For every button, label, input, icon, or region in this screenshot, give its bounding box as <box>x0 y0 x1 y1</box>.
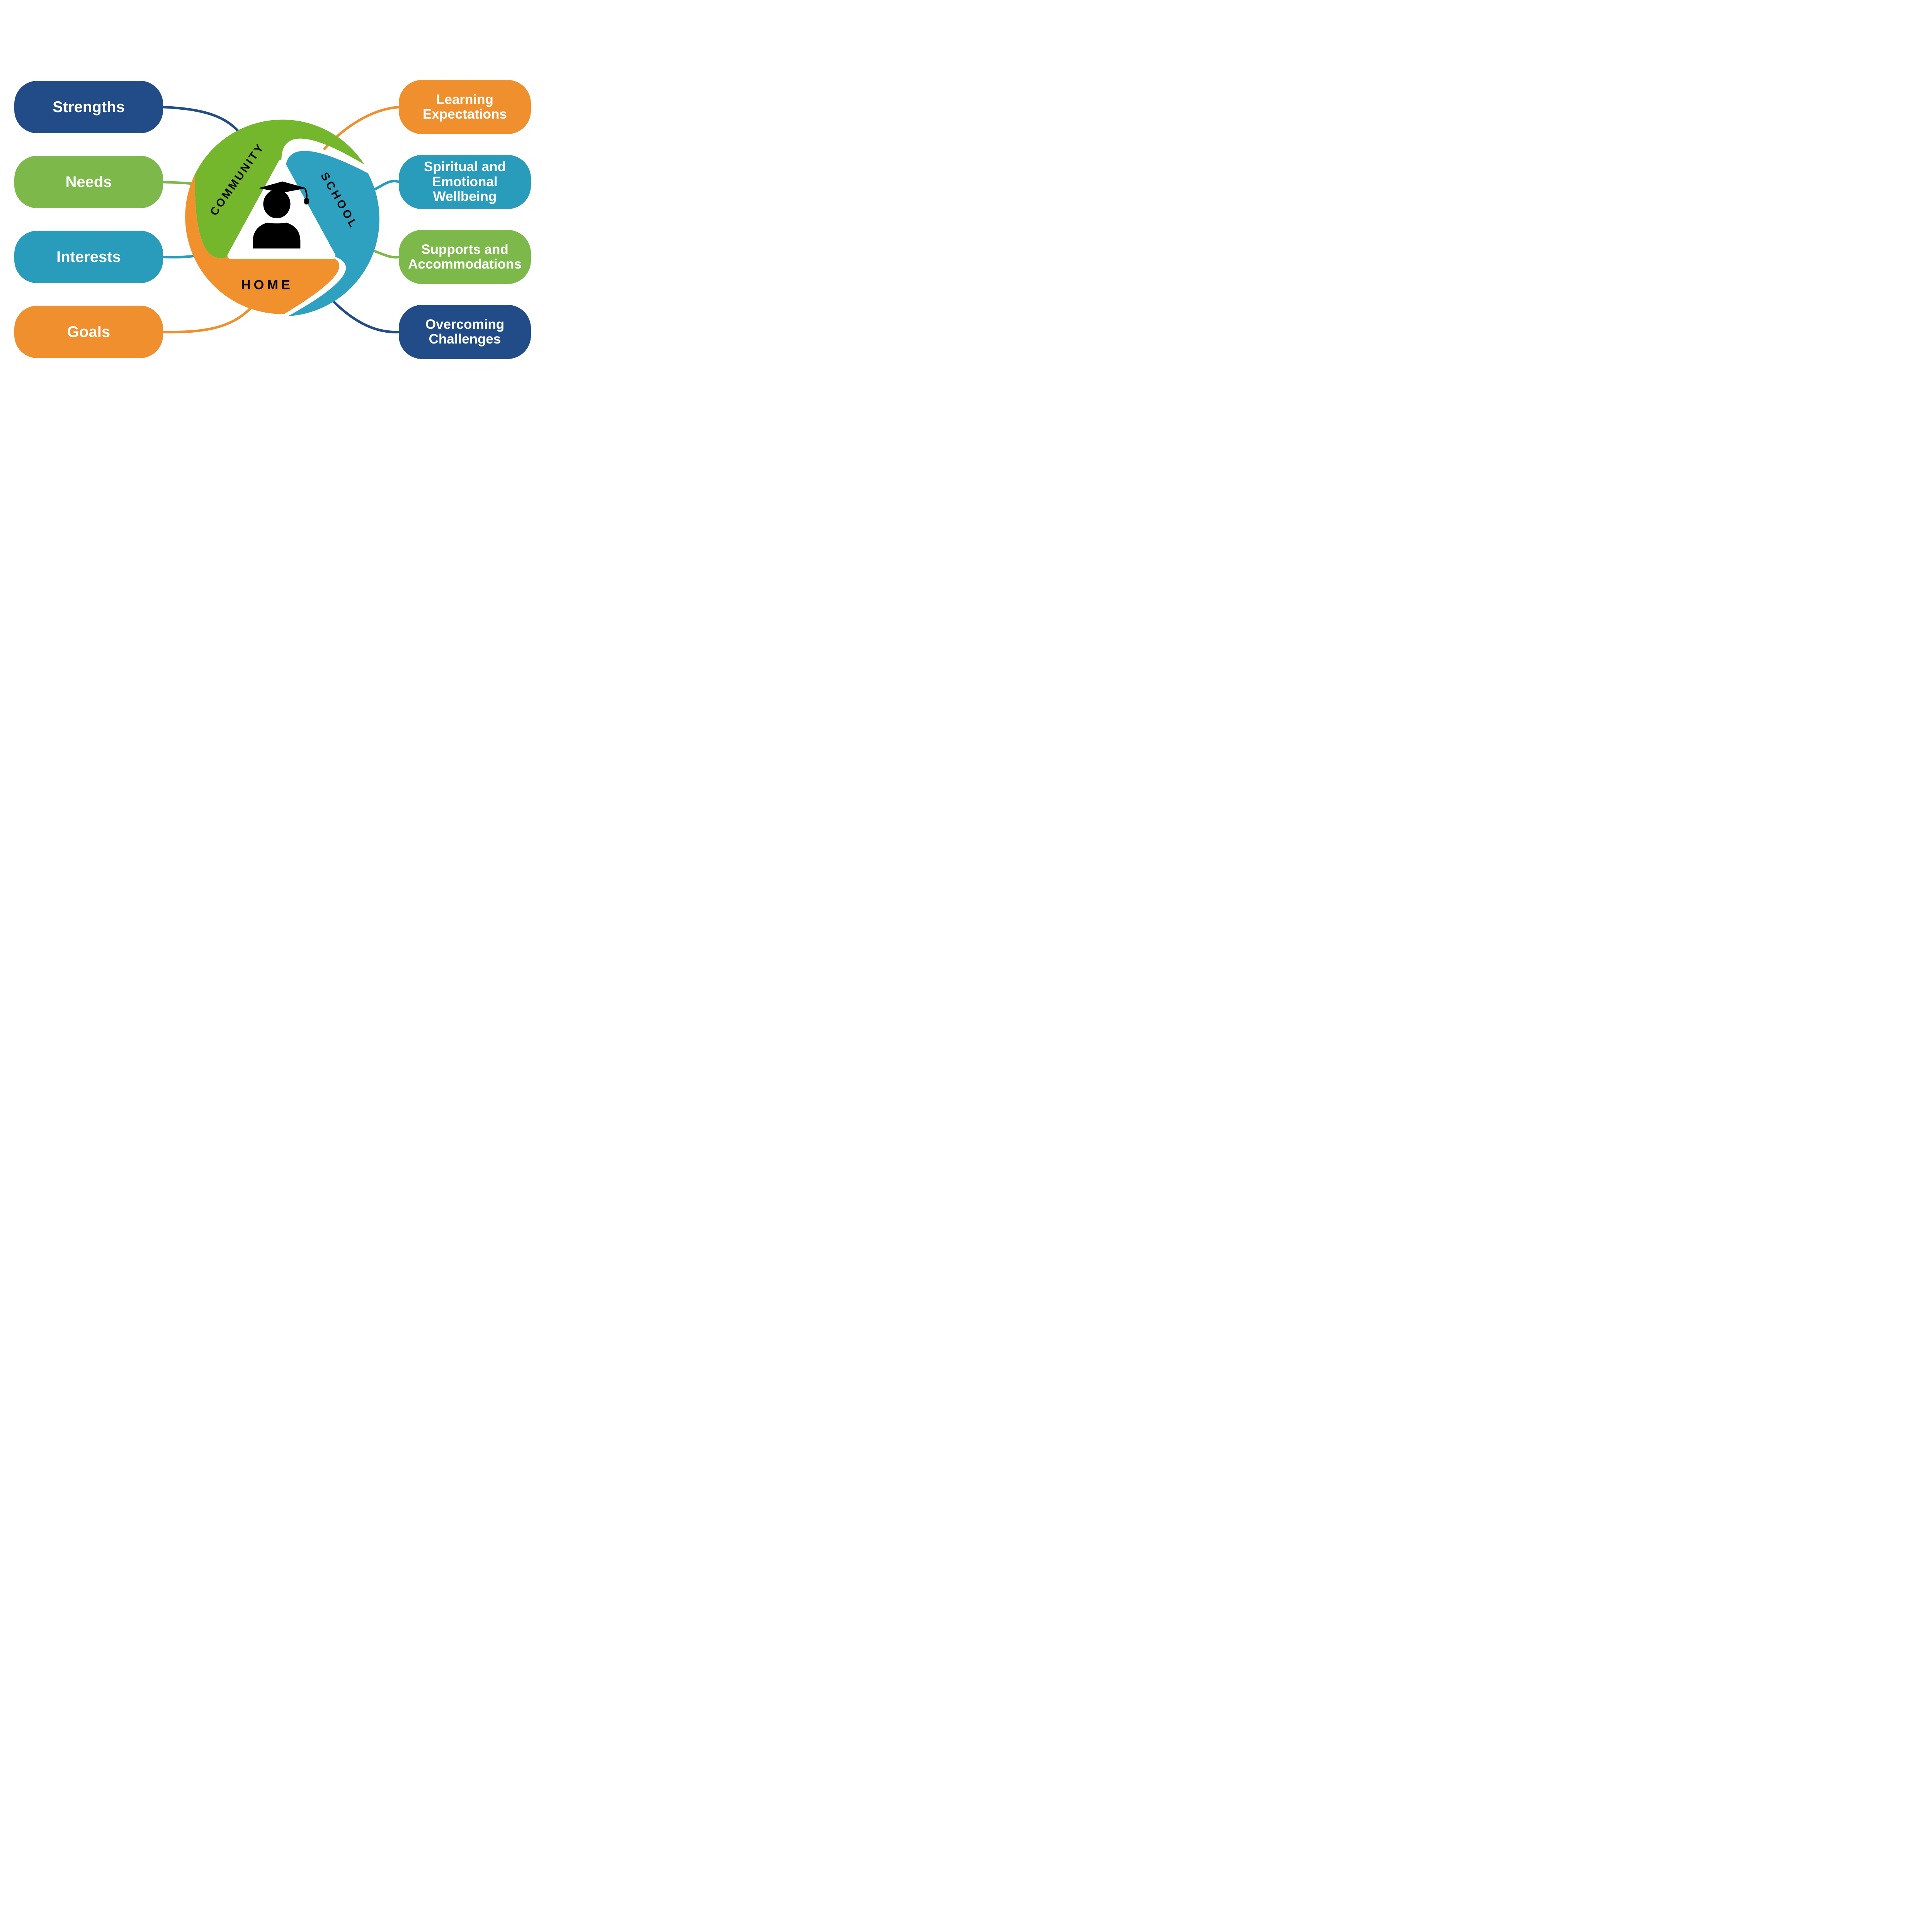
node-strengths-label: Strengths <box>53 98 125 116</box>
center-medallion: COMMUNITY SCHOOL HOME <box>185 119 379 316</box>
node-strengths: Strengths <box>14 81 163 133</box>
graduate-head <box>263 189 291 218</box>
node-supports-accommodations: Supports and Accommodations <box>399 230 531 284</box>
node-supports-accommodations-label: Supports and Accommodations <box>408 242 522 272</box>
connector-overcoming-challenges <box>329 297 401 333</box>
node-overcoming-challenges-label: Overcoming Challenges <box>425 316 505 347</box>
node-spiritual-wellbeing-label: Spiritual and Emotional Wellbeing <box>424 159 506 204</box>
graduate-torso <box>253 221 301 249</box>
node-needs-label: Needs <box>65 173 112 190</box>
diagram-canvas: Strengths Needs Interests Goals Learning… <box>0 0 556 417</box>
node-learning-expectations-label: Learning Expectations <box>423 92 507 122</box>
graduate-collar-gap <box>260 215 294 224</box>
tassel-cord <box>304 188 308 199</box>
node-spiritual-wellbeing: Spiritual and Emotional Wellbeing <box>399 155 531 209</box>
mortarboard-icon <box>258 181 307 193</box>
community-segment <box>195 119 364 259</box>
node-overcoming-challenges: Overcoming Challenges <box>399 305 531 359</box>
node-goals: Goals <box>14 306 163 358</box>
connector-goals <box>161 302 257 333</box>
school-segment <box>285 151 379 316</box>
node-interests-label: Interests <box>56 248 121 265</box>
tassel-end <box>304 198 309 205</box>
node-needs: Needs <box>14 156 163 208</box>
node-learning-expectations: Learning Expectations <box>399 80 531 134</box>
node-interests: Interests <box>14 231 163 283</box>
home-label: HOME <box>241 277 293 292</box>
graduate-icon <box>253 181 309 249</box>
node-goals-label: Goals <box>67 323 111 340</box>
home-segment <box>185 174 340 314</box>
